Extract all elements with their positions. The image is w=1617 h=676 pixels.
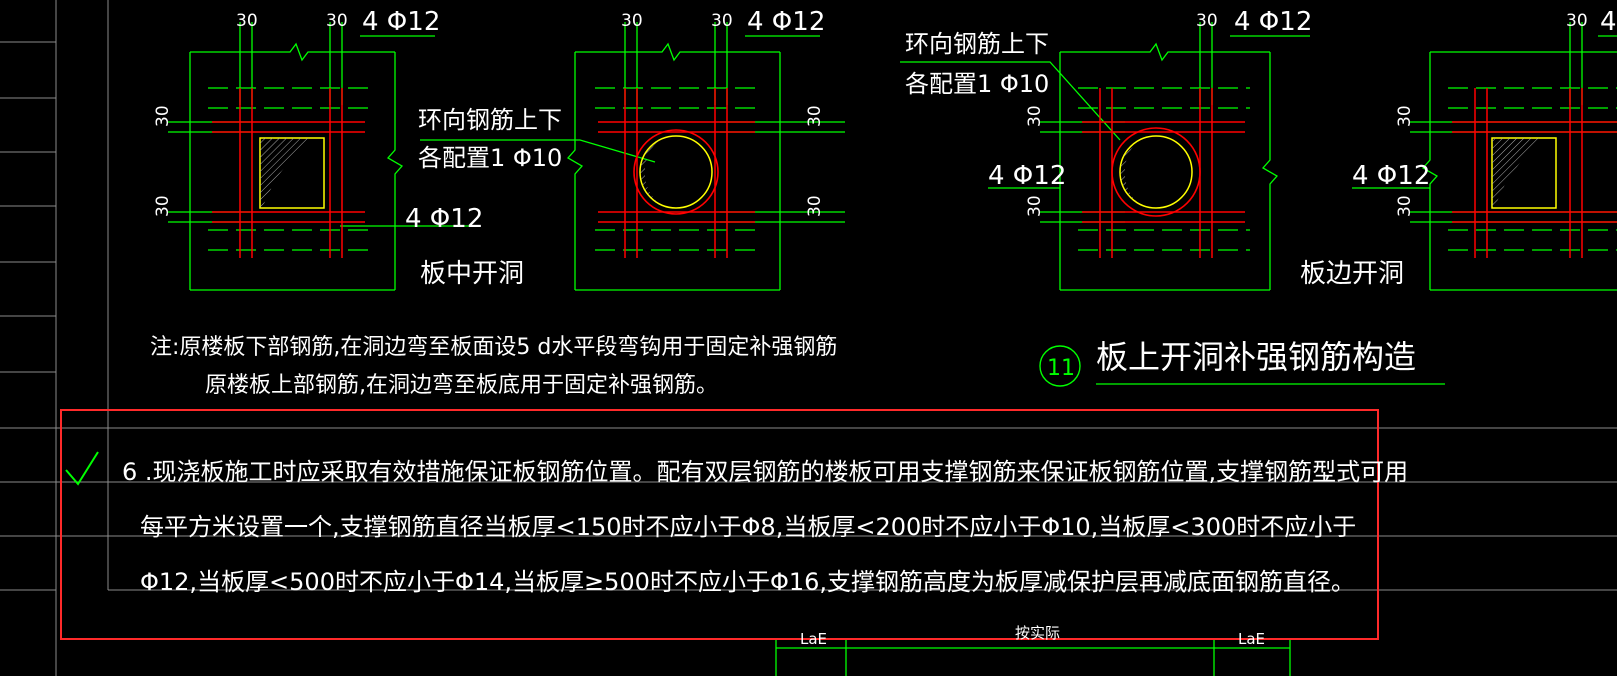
- detail-edge-round-opening: [900, 22, 1310, 291]
- item6-comma: ,: [1324, 459, 1331, 484]
- detail-title: 板上开洞补强钢筋构造: [1096, 338, 1416, 376]
- dim-30-d1a: 30: [236, 11, 258, 31]
- detail-mid-round-opening: [420, 22, 845, 291]
- drawing-labels: 30 30 4 Φ12 30 30 4 Φ12 环向钢筋上下 各配置1 Φ10 …: [150, 7, 1617, 398]
- label-4phi12-d3-top: 4 Φ12: [1234, 7, 1312, 37]
- ring-bar-note-d3-line2: 各配置1 Φ10: [905, 70, 1049, 98]
- dim-30-d3c: 30: [1025, 195, 1045, 217]
- note-line2: 原楼板上部钢筋,在洞边弯至板底用于固定补强钢筋。: [205, 373, 718, 398]
- ring-bar-note-d3-line1: 环向钢筋上下: [905, 30, 1049, 58]
- dim-30-d4a: 30: [1566, 11, 1588, 31]
- dim-30-d4b: 30: [1395, 105, 1415, 127]
- detail-number: 11: [1047, 356, 1075, 381]
- dim-30-d2b: 30: [711, 11, 733, 31]
- dim-30-d2d: 30: [805, 195, 825, 217]
- detail-number-circle: [1039, 345, 1081, 387]
- check-mark-icon: [65, 451, 99, 486]
- label-4phi12-d2-top: 4 Φ12: [747, 7, 825, 37]
- item6-line1: 6 .现浇板施工时应采取有效措施保证板钢筋位置。配有双层钢筋的楼板可用支撑钢筋来…: [122, 458, 1408, 486]
- ring-bar-note-line2: 各配置1 Φ10: [418, 144, 562, 172]
- label-4phi12-d3-side: 4 Φ12: [988, 161, 1066, 191]
- label-mid-opening: 板中开洞: [420, 259, 524, 289]
- dim-30-d2a: 30: [621, 11, 643, 31]
- note-line1: 注:原楼板下部钢筋,在洞边弯至板面设5 d水平段弯钩用于固定补强钢筋: [150, 335, 837, 360]
- dim-30-d1b: 30: [326, 11, 348, 31]
- dim-lae-right: LaE: [1238, 630, 1265, 648]
- detail-mid-square-opening: [168, 22, 480, 291]
- dim-30-d3b: 30: [1025, 105, 1045, 127]
- dim-30-d2c: 30: [805, 105, 825, 127]
- ring-bar-note-line1: 环向钢筋上下: [418, 106, 562, 134]
- dim-lae-left: LaE: [800, 630, 827, 648]
- item6-line3: Φ12,当板厚<500时不应小于Φ14,当板厚≥500时不应小于Φ16,支撑钢筋…: [140, 568, 1355, 596]
- dim-30-d1d: 30: [153, 195, 173, 217]
- label-4phi12-d4-side: 4 Φ12: [1352, 161, 1430, 191]
- dim-30-d4c: 30: [1395, 195, 1415, 217]
- dim-30-d3a: 30: [1196, 11, 1218, 31]
- item6-line2: 每平方米设置一个,支撑钢筋直径当板厚<150时不应小于Φ8,当板厚<200时不应…: [140, 513, 1356, 541]
- label-partial-4: 4: [1600, 7, 1617, 37]
- label-edge-opening: 板边开洞: [1300, 259, 1404, 289]
- label-4phi12-d1-bottom: 4 Φ12: [405, 204, 483, 234]
- dim-as-actual: 按实际: [1015, 624, 1060, 642]
- detail-edge-square-opening: [1352, 22, 1617, 291]
- label-4phi12-d1-top: 4 Φ12: [362, 7, 440, 37]
- dim-30-d1c: 30: [153, 105, 173, 127]
- item6-highlight: 6 .现浇板施工时应采取有效措施保证板钢筋位置。配有双层钢筋的楼板可用支撑钢筋来…: [60, 409, 1408, 640]
- highlight-box: [60, 409, 1379, 640]
- bottom-dimension: LaE 按实际 LaE: [775, 624, 1291, 676]
